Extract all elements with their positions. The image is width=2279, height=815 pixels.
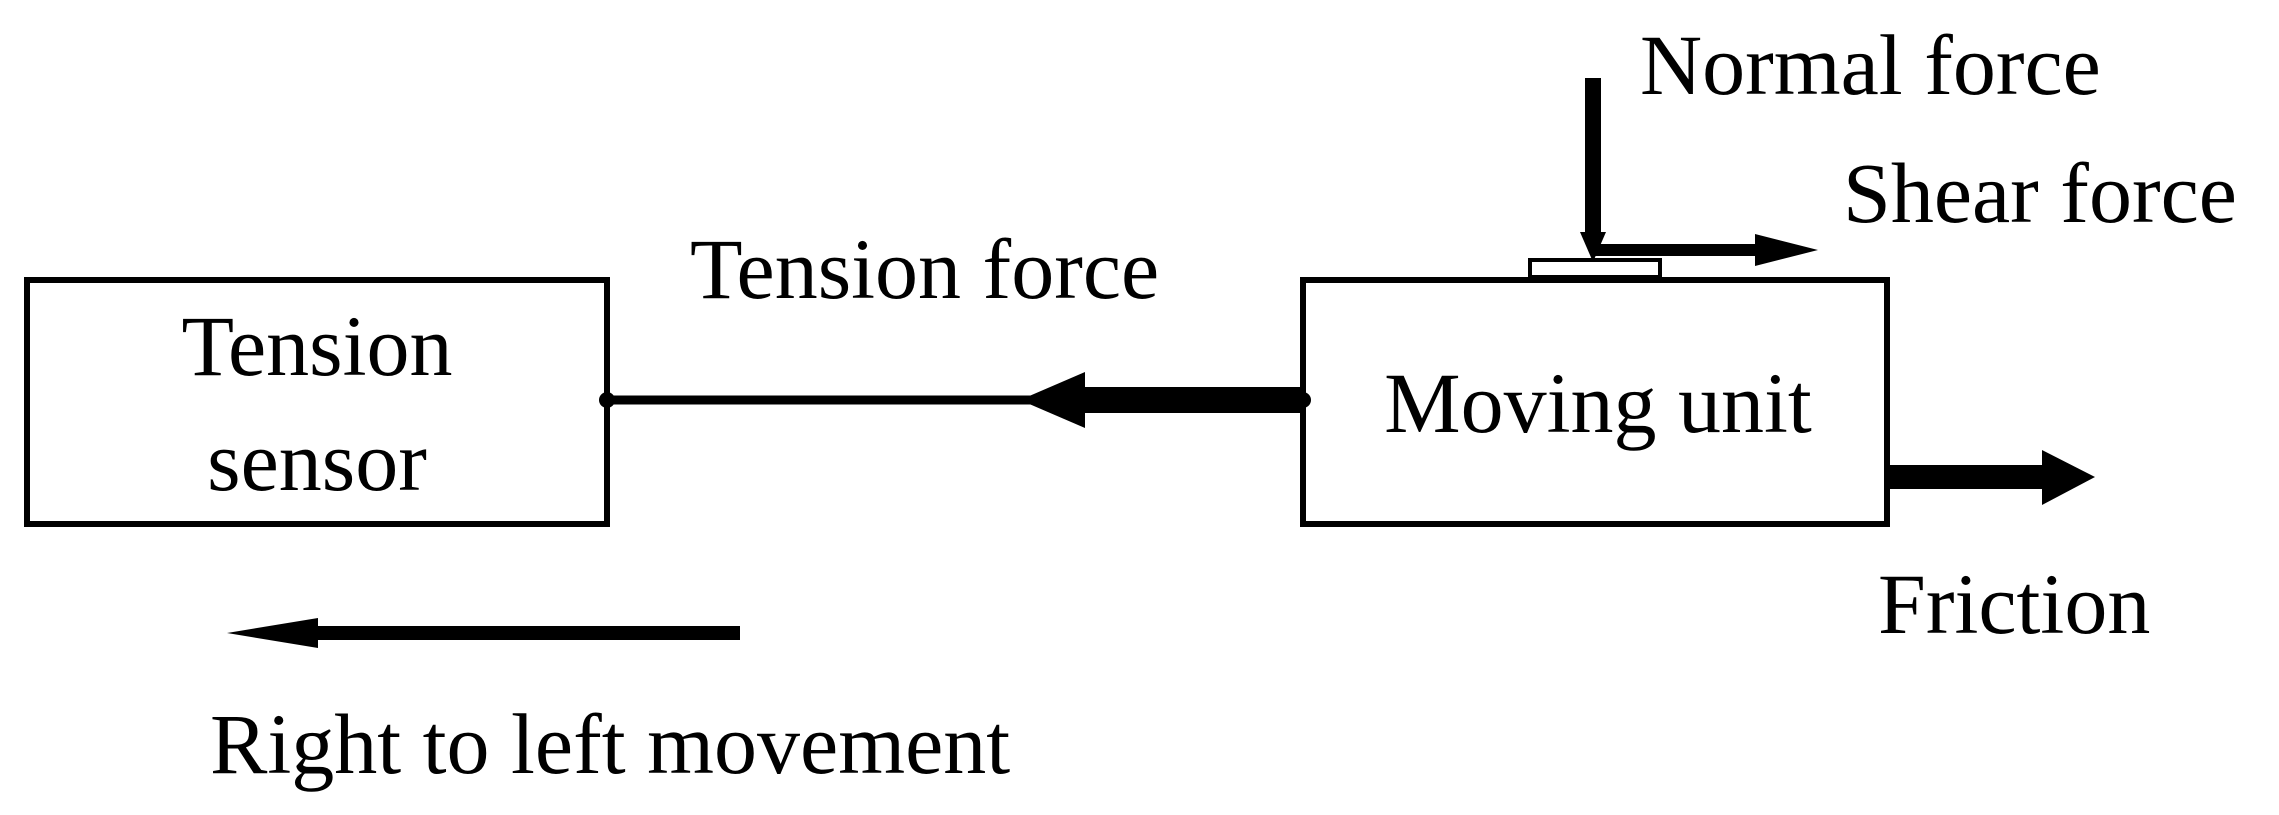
normal-force-arrow: Normal force [1580, 17, 2101, 262]
tension-sensor-label-line2: sensor [207, 413, 427, 509]
movement-arrow-head [227, 618, 318, 648]
tension-arrow-shaft [1075, 387, 1303, 413]
normal-force-label: Normal force [1640, 17, 2101, 113]
moving-unit-label: Moving unit [1384, 355, 1812, 451]
tension-force-label: Tension force [690, 221, 1159, 317]
normal-arrow-shaft [1585, 78, 1601, 240]
shear-arrow-head [1755, 234, 1818, 266]
tension-arrow-head [1020, 372, 1085, 428]
tension-force-arrow: Tension force [599, 221, 1311, 428]
moving-unit-box [1300, 277, 1890, 527]
shear-force-arrow: Shear force [1593, 145, 2237, 266]
shear-force-label: Shear force [1843, 145, 2237, 241]
shear-arrow-shaft [1593, 244, 1763, 256]
friction-arrow-head [2042, 450, 2095, 505]
tension-sensor: Tension sensor [24, 277, 610, 527]
contact-pad [1528, 258, 1662, 279]
tension-sensor-box [24, 277, 610, 527]
tension-sensor-label-line1: Tension [181, 298, 452, 394]
movement-arrow: Right to left movement [210, 618, 1010, 792]
movement-arrow-shaft [300, 626, 740, 640]
friction-label: Friction [1878, 556, 2150, 652]
friction-arrow-shaft [1890, 465, 2060, 489]
friction-arrow: Friction [1878, 450, 2150, 652]
movement-label: Right to left movement [210, 696, 1010, 792]
moving-unit: Moving unit [1300, 258, 1890, 527]
cable-end-left [599, 392, 615, 408]
